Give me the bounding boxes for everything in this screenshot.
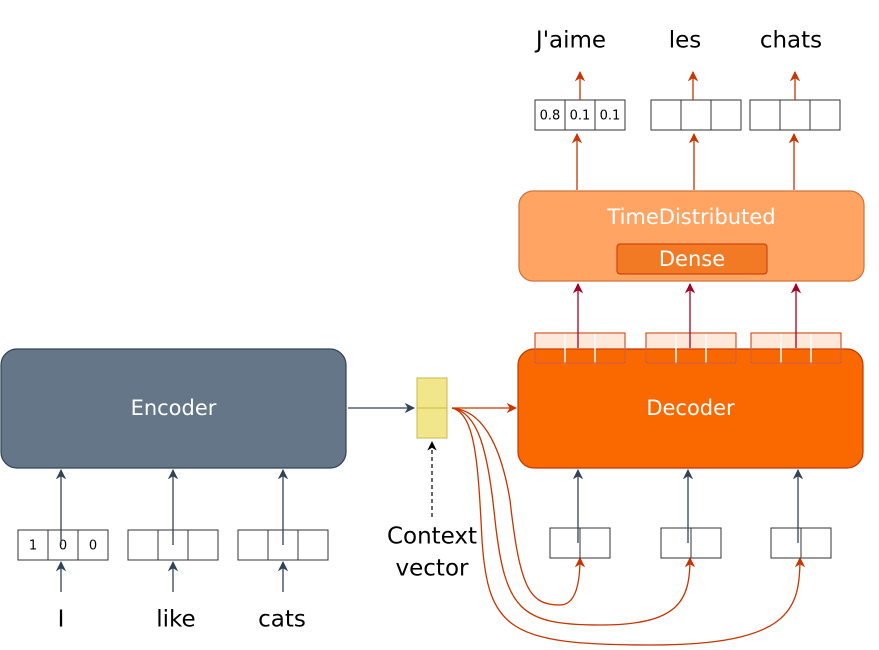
context-skip-arrow-1 (451, 407, 586, 606)
vector-cell (749, 99, 781, 131)
vector-cell (810, 332, 842, 364)
vector-cell-value: 1 (29, 539, 37, 554)
input-vector-1: 1 0 0 (17, 529, 109, 561)
vector-cell (594, 332, 626, 364)
vector-cell (710, 99, 742, 131)
encoder-label: Encoder (131, 396, 217, 420)
vector-cell-value: 0 (89, 539, 97, 554)
timedistributed-to-output-arrows (571, 132, 800, 190)
context-cell-top (416, 377, 448, 409)
input-word-1: I (58, 607, 65, 633)
vector-cell (549, 527, 581, 559)
input-word-3: cats (258, 607, 306, 633)
vector-to-encoder-arrows (55, 468, 289, 545)
vector-cell (297, 529, 329, 561)
vector-cell (237, 529, 269, 561)
output-word-3: chats (760, 28, 822, 54)
vector-cell (690, 527, 722, 559)
vector-cell (127, 529, 159, 561)
vector-cell-value: 0.1 (600, 109, 621, 124)
vector-cell (705, 332, 737, 364)
vector-cell-value: 0.1 (570, 109, 591, 124)
vector-cell (800, 527, 832, 559)
decoder-input-vector-2 (660, 527, 722, 559)
vector-cell-value: 0.8 (540, 109, 561, 124)
vector-cell (680, 99, 712, 131)
vector-cell (187, 529, 219, 561)
vector-outline (645, 332, 737, 364)
output-word-2: les (669, 28, 702, 54)
output-word-arrows (574, 70, 801, 100)
output-word-1: J'aime (534, 28, 606, 54)
vector-cell (594, 99, 626, 131)
vector-cell (770, 527, 802, 559)
context-label-line2: vector (396, 556, 469, 582)
vector-cell-value: 0 (59, 539, 67, 554)
vector-cell (534, 332, 566, 364)
encoder-block (0, 348, 347, 469)
context-label-line1: Context (387, 524, 477, 550)
dense-block (616, 243, 768, 275)
word-to-vector-arrows (55, 560, 289, 592)
vector-cell (579, 527, 611, 559)
decoder-input-vector-1 (549, 527, 611, 559)
context-skip-arrow-3 (451, 407, 806, 646)
vector-cell (809, 99, 841, 131)
output-vector-2 (650, 99, 742, 131)
context-vector (416, 377, 448, 439)
vector-cell (77, 529, 109, 561)
vector-cell (645, 332, 677, 364)
vector-cell (17, 529, 49, 561)
decoder-label: Decoder (646, 396, 735, 420)
context-to-decoder-input-arrows (451, 407, 806, 646)
vector-cell (660, 527, 692, 559)
decoder-input-arrows (572, 468, 804, 543)
decoder-output-vector-2 (645, 332, 737, 364)
vector-outline (534, 332, 626, 364)
context-cell-bottom (416, 407, 448, 439)
output-vector-1: 0.8 0.1 0.1 (534, 99, 626, 131)
input-word-2: like (156, 607, 195, 633)
vector-cell (675, 332, 707, 364)
output-vector-3 (749, 99, 841, 131)
vector-cell (650, 99, 682, 131)
decoder-to-timedistributed-arrows (572, 282, 802, 348)
vector-cell (779, 99, 811, 131)
timedistributed-label: TimeDistributed (606, 205, 775, 229)
vector-cell (750, 332, 782, 364)
decoder-output-vector-1 (534, 332, 626, 364)
decoder-block (517, 348, 864, 469)
vector-cell (564, 332, 596, 364)
context-skip-arrow-2 (451, 407, 696, 626)
timedistributed-block (518, 190, 865, 282)
decoder-input-vector-3 (770, 527, 832, 559)
dense-label: Dense (659, 247, 725, 271)
